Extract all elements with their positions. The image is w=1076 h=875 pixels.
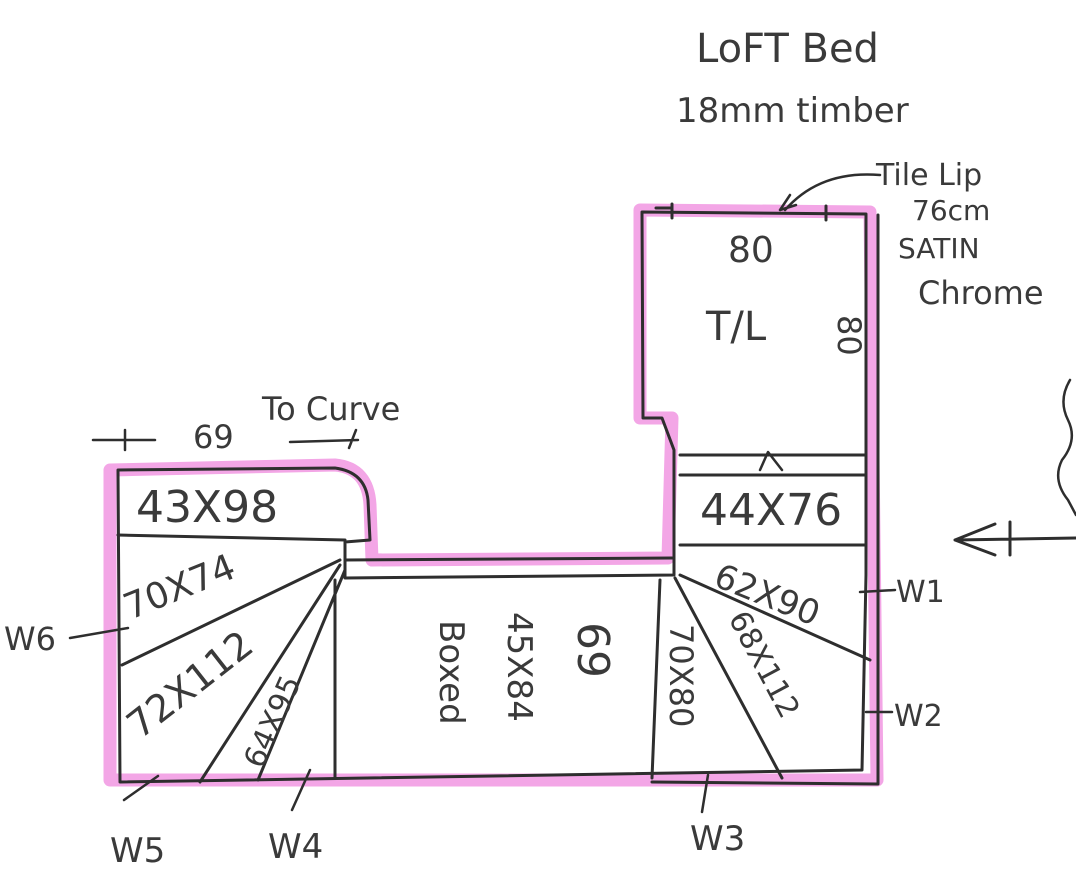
partition-diagonal-d (678, 573, 872, 662)
room-boxed: Boxed (431, 620, 471, 725)
loft-arrow (758, 450, 784, 472)
room-69: 69 (567, 622, 618, 678)
room-80: 80 (728, 230, 774, 271)
entry-arrow (953, 520, 1076, 557)
wall-w2: W2 (894, 699, 943, 734)
tile-lip-line-4: Chrome (918, 274, 1044, 312)
wall-w4: W4 (268, 827, 323, 867)
wall-w1: W1 (896, 575, 945, 610)
loft-divider (678, 453, 868, 547)
dimension-69: 69 (193, 418, 234, 456)
room-44x76: 44X76 (700, 485, 842, 536)
wall-w5: W5 (110, 831, 165, 871)
tile-lip-line-2: 76cm (912, 194, 990, 227)
outer-wall-outline (116, 210, 868, 784)
partition-diagonal-b (256, 568, 347, 782)
dimension-line-69 (91, 428, 360, 452)
top-notch-ticks (654, 202, 828, 222)
wall-w3: W3 (690, 819, 745, 859)
tile-lip-line-3: SATIN (898, 232, 980, 265)
partition-w6 (120, 558, 342, 667)
squiggle-marker (1056, 378, 1076, 517)
partition-w3 (650, 578, 662, 780)
partition-diagonal-c (673, 576, 784, 780)
room-64x95: 64X95 (237, 670, 308, 773)
to-curve-label: To Curve (261, 390, 400, 428)
tile-lip-arrow (778, 173, 882, 212)
corridor-top-line (343, 556, 674, 562)
right-wall-outer (650, 213, 880, 786)
tile-lip-line-1: Tile Lip (875, 158, 982, 193)
title-line-2: 18mm timber (676, 91, 909, 131)
room-70x80: 70X80 (662, 624, 700, 727)
highlight-outline (103, 203, 884, 787)
title-line-1: LoFT Bed (696, 26, 879, 72)
wall-leaders (68, 588, 897, 814)
room-tl-side: 80 (830, 315, 868, 356)
room-72x112: 72X112 (118, 622, 261, 747)
room-tl: T/L (705, 304, 767, 350)
wall-w6: W6 (4, 620, 56, 658)
room-43x98: 43X98 (136, 482, 278, 533)
left-room-divider (116, 533, 347, 542)
partition-diagonal-a (198, 563, 342, 784)
room-45x84: 45X84 (499, 612, 539, 722)
